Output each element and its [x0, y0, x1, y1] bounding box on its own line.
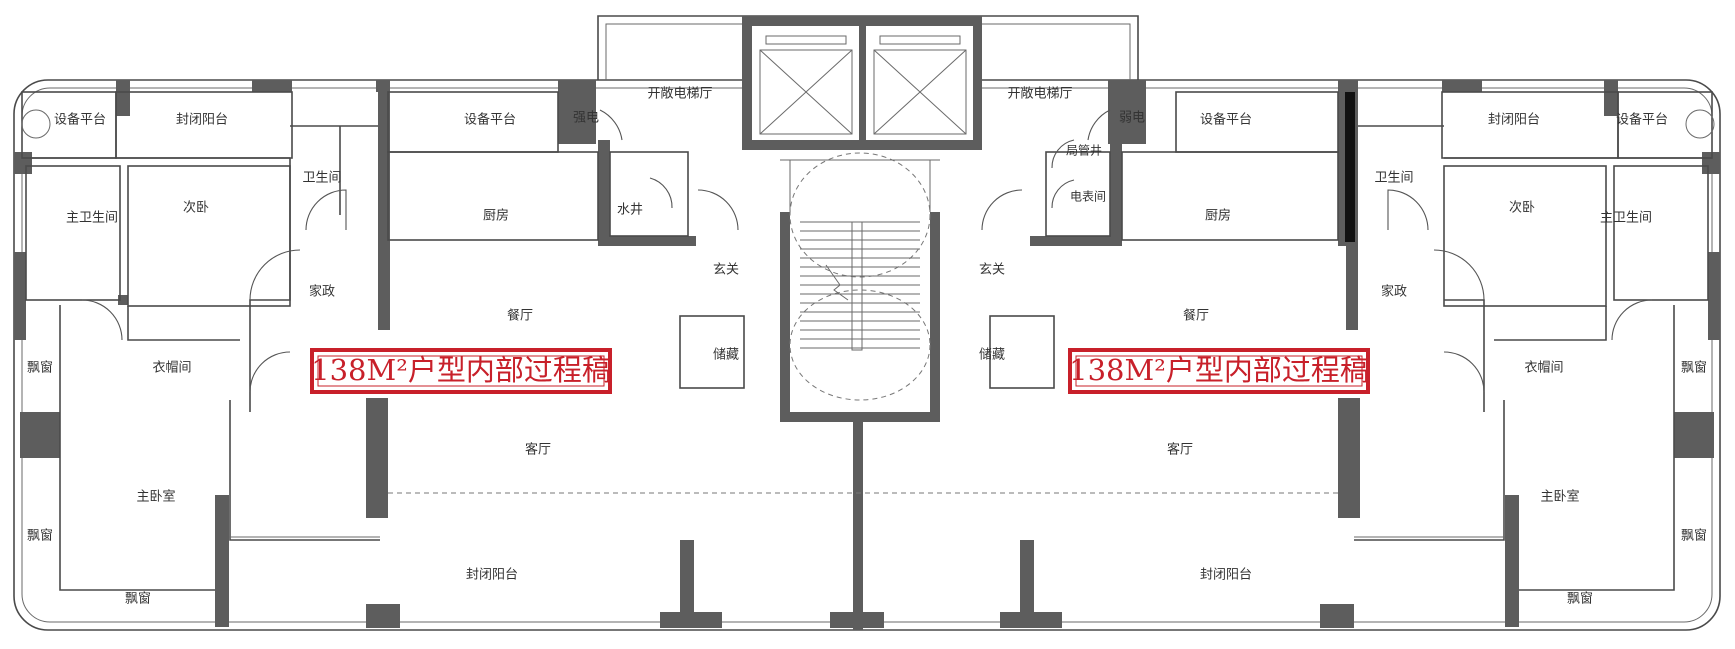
- label-foyer: 玄关: [713, 263, 739, 278]
- room-labels-left: 设备平台 封闭阳台 设备平台 强电 开敞电梯厅 水井 卫生间 主卫生间 次卧 厨…: [27, 86, 739, 607]
- label-second-bedroom: 次卧: [183, 200, 209, 216]
- label-elevator-hall: 开敞电梯厅: [647, 86, 712, 102]
- label-second-bedroom: 次卧: [1509, 200, 1535, 216]
- label-bathroom: 卫生间: [302, 171, 341, 186]
- label-pipe-well: 局管井: [1066, 143, 1102, 158]
- stamp-text-left: 138M²户型内部过程稿: [311, 353, 611, 387]
- label-bay-window: 飘窗: [1681, 360, 1707, 376]
- stair-core: [780, 152, 940, 422]
- core-block: [597, 15, 1139, 150]
- stamp-right: 138M²户型内部过程稿: [1068, 348, 1370, 394]
- label-weak-electric: 弱电: [1119, 111, 1145, 126]
- stamp-left: 138M²户型内部过程稿: [310, 348, 612, 394]
- label-master-bedroom: 主卧室: [1540, 489, 1579, 505]
- label-meter-room: 电表间: [1070, 190, 1106, 204]
- label-bay-window: 飘窗: [27, 360, 53, 376]
- label-enclosed-balcony: 封闭阳台: [176, 113, 228, 128]
- label-equipment-platform: 设备平台: [54, 112, 106, 128]
- label-equipment-platform: 设备平台: [1200, 112, 1252, 128]
- stamp-text-right: 138M²户型内部过程稿: [1069, 353, 1369, 387]
- label-storage: 储藏: [979, 348, 1005, 363]
- label-storage: 储藏: [713, 348, 739, 363]
- label-bay-window: 飘窗: [125, 591, 151, 607]
- label-strong-electric: 强电: [573, 111, 599, 126]
- label-kitchen: 厨房: [483, 208, 509, 224]
- label-bay-window: 飘窗: [1567, 591, 1593, 607]
- label-master-bedroom: 主卧室: [136, 489, 175, 505]
- label-living: 客厅: [525, 442, 551, 458]
- door-swings: [21, 109, 1715, 393]
- label-kitchen: 厨房: [1205, 208, 1231, 224]
- label-cloakroom: 衣帽间: [1524, 360, 1563, 376]
- label-foyer: 玄关: [979, 263, 1005, 278]
- label-equipment-platform: 设备平台: [464, 112, 516, 128]
- label-dining: 餐厅: [1183, 308, 1209, 324]
- label-master-bathroom: 主卫生间: [66, 211, 118, 226]
- room-labels-right: 开敞电梯厅 弱电 设备平台 封闭阳台 设备平台 局管井 电表间 厨房 卫生间 次…: [979, 86, 1707, 607]
- label-elevator-hall: 开敞电梯厅: [1007, 86, 1072, 102]
- label-bay-window: 飘窗: [1681, 528, 1707, 544]
- label-enclosed-balcony: 封闭阳台: [1488, 113, 1540, 128]
- label-bathroom: 卫生间: [1374, 171, 1413, 186]
- label-water-well: 水井: [617, 203, 643, 218]
- label-dining: 餐厅: [507, 308, 533, 324]
- label-enclosed-balcony: 封闭阳台: [466, 568, 518, 583]
- label-living: 客厅: [1167, 442, 1193, 458]
- label-cloakroom: 衣帽间: [152, 360, 191, 376]
- label-equipment-platform: 设备平台: [1616, 112, 1668, 128]
- label-housekeeping: 家政: [1381, 284, 1407, 300]
- label-master-bathroom: 主卫生间: [1600, 211, 1652, 226]
- label-enclosed-balcony: 封闭阳台: [1200, 568, 1252, 583]
- label-housekeeping: 家政: [309, 284, 335, 300]
- label-bay-window: 飘窗: [27, 528, 53, 544]
- partitions: [21, 91, 1713, 591]
- walls: [14, 80, 1720, 630]
